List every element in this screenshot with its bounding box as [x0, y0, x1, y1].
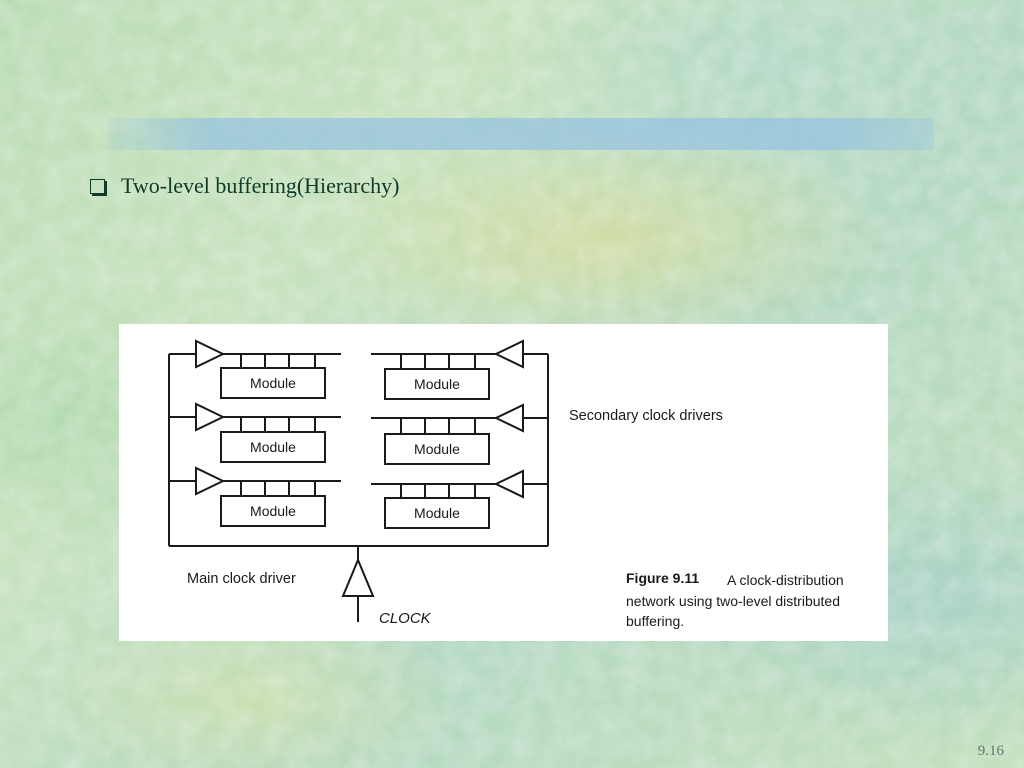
title-band [108, 118, 934, 150]
right-driver-row-1 [371, 339, 548, 400]
left-driver-row-2 [169, 402, 341, 463]
buffer-triangle-icon [493, 339, 524, 369]
main-buffer-triangle-icon [341, 557, 375, 597]
left-driver-row-1 [169, 339, 341, 399]
left-driver-row-3 [169, 466, 341, 527]
bullet-item: Two-level buffering(Hierarchy) [90, 170, 399, 202]
caption-line-1: A clock-distribution [727, 572, 844, 588]
module-label: Module [414, 376, 460, 392]
figure-panel: Module Module Module Module Module Modul… [119, 324, 888, 641]
caption-line-3: buffering. [626, 613, 684, 629]
module-box [220, 495, 326, 527]
main-driver-label: Main clock driver [187, 571, 296, 587]
checkbox-bullet-icon [90, 178, 105, 194]
caption-number: Figure 9.11 [626, 570, 699, 586]
module-box [384, 368, 490, 400]
module-box [220, 367, 326, 399]
buffer-triangle-icon [493, 469, 524, 499]
buffer-triangle-icon [195, 466, 226, 496]
right-driver-row-2 [371, 403, 548, 465]
buffer-triangle-icon [195, 402, 226, 432]
caption-line-2: network using two-level distributed [626, 593, 840, 609]
page-number: 9.16 [977, 743, 1004, 759]
module-label: Module [414, 505, 460, 521]
module-box [384, 497, 490, 529]
module-label: Module [414, 441, 460, 457]
clock-label: CLOCK [379, 610, 432, 627]
secondary-drivers-label: Secondary clock drivers [569, 408, 723, 424]
buffer-triangle-icon [195, 339, 226, 369]
clock-distribution-diagram: Module Module Module Module Module Modul… [168, 339, 844, 629]
bullet-text: Two-level buffering(Hierarchy) [121, 173, 400, 198]
buffer-triangle-icon [493, 403, 524, 433]
module-label: Module [250, 503, 296, 519]
right-driver-row-3 [371, 469, 548, 529]
module-box [384, 433, 490, 465]
main-clock-driver [341, 546, 375, 622]
module-box [220, 431, 326, 463]
module-label: Module [250, 375, 296, 391]
module-label: Module [250, 439, 296, 455]
